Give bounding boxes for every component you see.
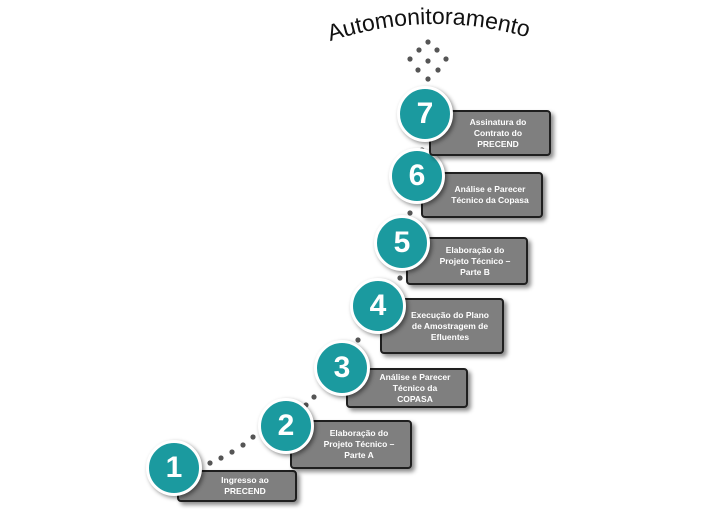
step-7-box: Assinatura do Contrato do PRECEND [429, 110, 551, 156]
step-5-circle: 5 [374, 215, 430, 271]
diagram-title: Automonitoramento [0, 0, 718, 80]
step-4-circle: 4 [350, 278, 406, 334]
step-5-number: 5 [393, 226, 411, 259]
step-4-number: 4 [369, 289, 387, 322]
step-1-circle: 1 [146, 440, 202, 496]
step-1-number: 1 [165, 451, 183, 484]
step-7-label: Assinatura do Contrato do PRECEND [469, 116, 527, 149]
step-2-number: 2 [277, 409, 295, 442]
step-3-circle: 3 [314, 340, 370, 396]
step-1-label: Ingresso ao PRECEND [221, 475, 269, 496]
step-4-label: Execução do Plano de Amostragem de Eflue… [411, 309, 489, 342]
step-3-label: Análise e Parecer Técnico da COPASA [379, 371, 451, 404]
step-7-circle: 7 [397, 86, 453, 142]
step-3-number: 3 [333, 351, 351, 384]
step-2-circle: 2 [258, 398, 314, 454]
step-6-circle: 6 [389, 148, 445, 204]
step-6-number: 6 [408, 159, 426, 192]
step-5-label: Elaboração do Projeto Técnico – Parte B [439, 244, 511, 277]
step-7-number: 7 [416, 97, 434, 130]
step-6-label: Análise e Parecer Técnico da Copasa [451, 184, 529, 205]
step-2-label: Elaboração do Projeto Técnico – Parte A [323, 428, 395, 460]
